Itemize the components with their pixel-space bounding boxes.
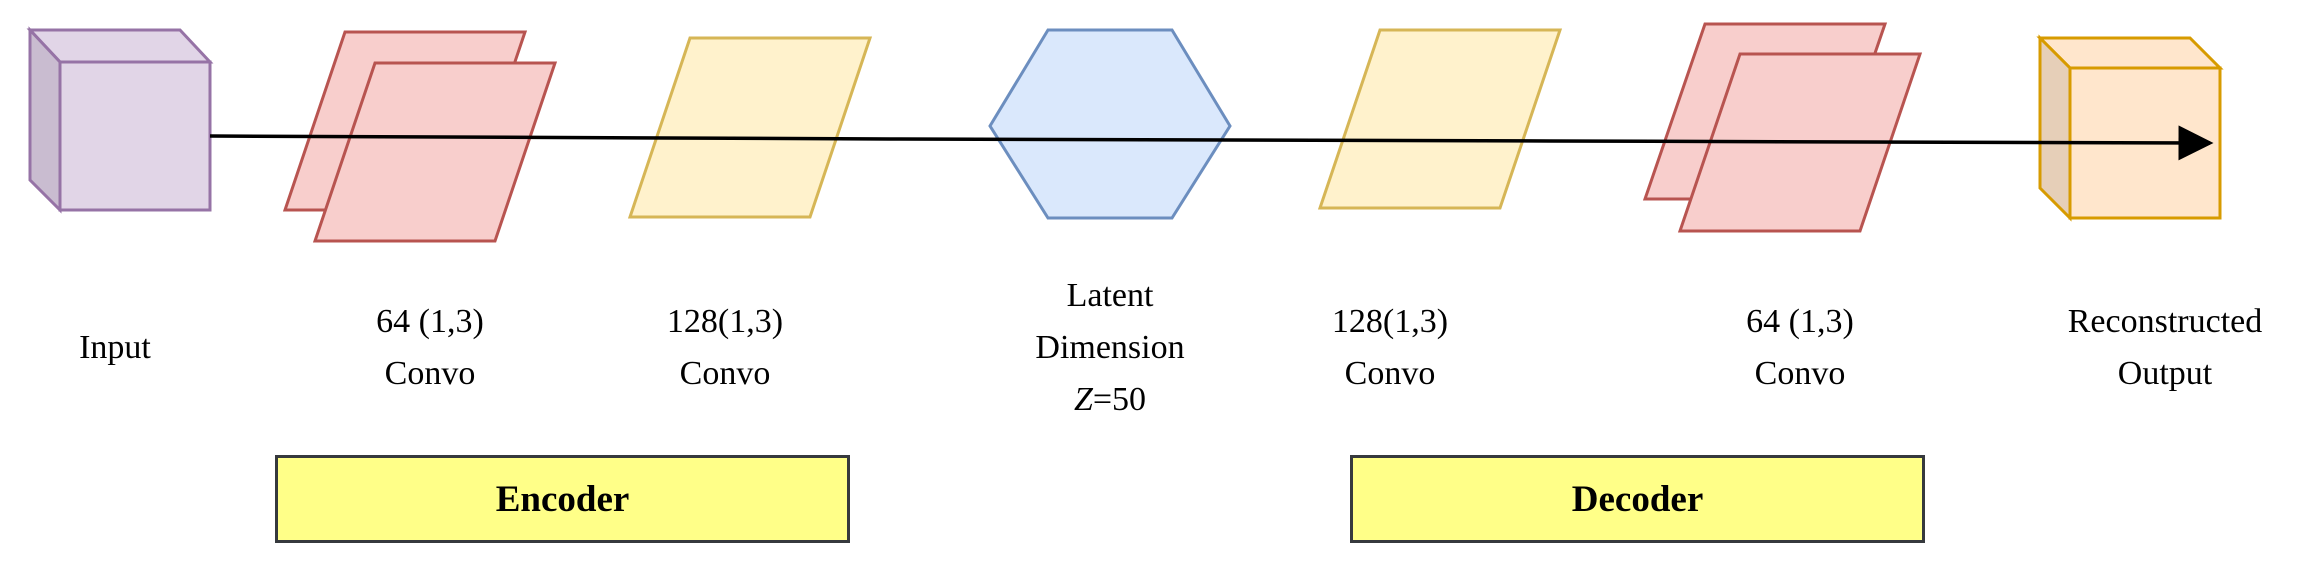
- encoder-conv128-filters: 128(1,3): [666, 303, 784, 340]
- decoder-conv64-filters: 64 (1,3): [1746, 303, 1854, 340]
- latent-label-line1: Latent: [1066, 277, 1154, 314]
- encoder-conv128-parallelogram-icon: [627, 36, 873, 219]
- decoder-conv64-stacked-parallelogram-icon: [1642, 22, 1923, 233]
- decoder-group-box: Decoder: [1350, 455, 1925, 543]
- decoder-conv64-label: 64 (1,3) Convo: [1700, 296, 1900, 400]
- latent-label: Latent Dimension Z=50: [1000, 270, 1220, 426]
- output-cube-icon: [2036, 34, 2224, 222]
- decoder-conv128-filters: 128(1,3): [1331, 303, 1449, 340]
- latent-z-symbol: Z: [1073, 381, 1093, 418]
- encoder-conv64-label: 64 (1,3) Convo: [330, 296, 530, 400]
- encoder-group-box: Encoder: [275, 455, 850, 543]
- latent-hexagon-icon: [988, 28, 1232, 220]
- input-label-text: Input: [79, 329, 151, 366]
- encoder-conv128-type: Convo: [679, 355, 771, 392]
- output-label-line2: Output: [2117, 355, 2213, 392]
- flow-arrow: [209, 125, 2214, 161]
- input-label: Input: [55, 322, 175, 374]
- output-label: Reconstructed Output: [2050, 296, 2280, 400]
- encoder-conv128-label: 128(1,3) Convo: [625, 296, 825, 400]
- encoder-conv64-filters: 64 (1,3): [376, 303, 484, 340]
- latent-label-line2: Dimension: [1035, 329, 1185, 366]
- output-label-line1: Reconstructed: [2067, 303, 2263, 340]
- decoder-conv128-label: 128(1,3) Convo: [1290, 296, 1490, 400]
- input-cube-icon: [26, 26, 214, 214]
- encoder-group-label: Encoder: [495, 478, 630, 520]
- latent-label-line3: Z=50: [1000, 374, 1220, 426]
- encoder-conv64-stacked-parallelogram-icon: [282, 30, 558, 243]
- encoder-conv64-type: Convo: [384, 355, 476, 392]
- decoder-conv128-type: Convo: [1344, 355, 1436, 392]
- decoder-conv64-type: Convo: [1754, 355, 1846, 392]
- decoder-group-label: Decoder: [1571, 478, 1704, 520]
- latent-z-value: =50: [1092, 381, 1147, 418]
- decoder-conv128-parallelogram-icon: [1317, 28, 1563, 210]
